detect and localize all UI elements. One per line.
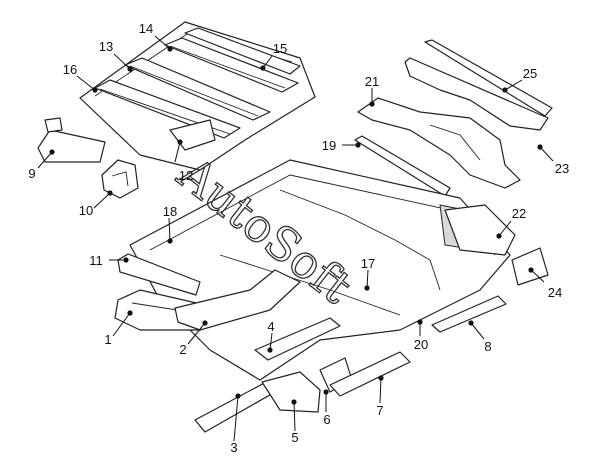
sill-7 xyxy=(329,351,411,397)
callout-15: 15 xyxy=(273,41,287,56)
bracket-24 xyxy=(511,247,549,286)
callout-12: 12 xyxy=(179,168,193,183)
callout-leaders xyxy=(37,35,554,442)
callout-2: 2 xyxy=(179,342,186,357)
crossmember-2 xyxy=(174,269,301,331)
callout-9: 9 xyxy=(28,166,35,181)
callout-1: 1 xyxy=(104,332,111,347)
callout-8: 8 xyxy=(484,339,491,354)
front-member-11 xyxy=(117,253,201,296)
callout-19: 19 xyxy=(322,138,336,153)
callout-11: 11 xyxy=(89,253,103,268)
roof-bow-15 xyxy=(184,27,301,75)
rear-bar-19 xyxy=(354,135,451,197)
roof-bow-13 xyxy=(124,57,271,121)
callout-18: 18 xyxy=(163,204,177,219)
callout-20: 20 xyxy=(414,337,428,352)
bracket-5 xyxy=(261,371,321,413)
sun-visor xyxy=(37,117,106,163)
callout-23: 23 xyxy=(555,161,569,176)
callout-10: 10 xyxy=(79,203,93,218)
callout-3: 3 xyxy=(230,440,237,455)
callout-22: 22 xyxy=(512,206,526,221)
callout-5: 5 xyxy=(291,430,298,445)
callout-25: 25 xyxy=(523,66,537,81)
rear-panel-22 xyxy=(444,204,516,256)
callout-24: 24 xyxy=(548,285,562,300)
roof-bow-14 xyxy=(164,37,299,93)
rail-4 xyxy=(254,317,341,361)
callout-4: 4 xyxy=(267,319,274,334)
callout-labels: 1 2 3 4 5 6 7 8 9 10 11 12 13 14 15 16 1… xyxy=(28,21,569,455)
callout-21: 21 xyxy=(365,74,379,89)
callout-16: 16 xyxy=(63,62,77,77)
rear-crossmember-21 xyxy=(357,97,521,189)
callout-6: 6 xyxy=(323,412,330,427)
visor-bracket xyxy=(101,159,139,199)
callout-7: 7 xyxy=(376,403,383,418)
rear-sill-8 xyxy=(431,295,507,333)
callout-13: 13 xyxy=(99,39,113,54)
callout-14: 14 xyxy=(139,21,153,36)
callout-17: 17 xyxy=(361,256,375,271)
rear-rail-25 xyxy=(404,39,553,131)
